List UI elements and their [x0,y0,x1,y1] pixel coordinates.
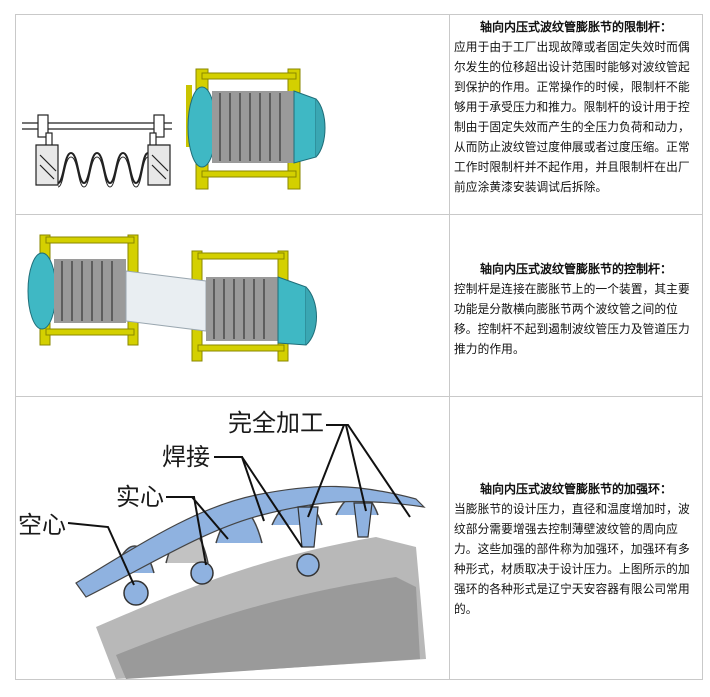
control-rod-images [16,215,450,396]
control-rod-3d-render [27,234,317,362]
control-rod-illustration [27,234,317,362]
label-leader-lines [67,424,411,586]
bellows-top-skin [75,485,426,598]
limit-rod-text: 轴向内压式波纹管膨胀节的限制杆： 应用于由于工厂出现故障或者固定失效时而偶尔发生… [450,15,702,214]
row-control-rod: 轴向内压式波纹管膨胀节的控制杆： 控制杆是连接在膨胀节上的一个装置，其主要功能是… [16,215,702,397]
finished-ring-2 [353,502,373,538]
reinforcing-ring-body: 当膨胀节的设计压力，直径和温度增加时，波纹部分需要增强去控制薄壁波纹管的周向应力… [454,502,690,616]
hollow-ring [123,580,149,606]
content-table: 轴向内压式波纹管膨胀节的限制杆： 应用于由于工厂出现故障或者固定失效时而偶尔发生… [15,14,703,680]
control-rod-body: 控制杆是连接在膨胀节上的一个装置，其主要功能是分散横向膨胀节两个波纹管之间的位移… [454,282,690,356]
limit-rod-title: 轴向内压式波纹管膨胀节的限制杆： [479,20,672,34]
reinforcing-ring-illustration: 完全加工 焊接 实心 空心 [18,409,426,679]
limit-rod-illustration [22,68,326,190]
control-rod-text: 轴向内压式波纹管膨胀节的控制杆： 控制杆是连接在膨胀节上的一个装置，其主要功能是… [450,215,702,396]
row-reinforcing-ring: 完全加工 焊接 实心 空心 轴向内压式波纹管膨胀节的加强环： [16,397,702,679]
label-welded: 焊接 [162,443,210,471]
label-solid: 实心 [116,483,164,511]
label-finished: 完全加工 [228,409,324,437]
limit-rod-cross-section-drawing [22,114,172,188]
limit-rod-body: 应用于由于工厂出现故障或者固定失效时而偶尔发生的位移超出设计范围时能够对波纹管起… [454,40,690,194]
label-hollow: 空心 [18,511,66,539]
finished-ring-1 [297,506,319,548]
reinforcing-ring-text: 轴向内压式波纹管膨胀节的加强环： 当膨胀节的设计压力，直径和温度增加时，波纹部分… [450,397,702,679]
row-limit-rod: 轴向内压式波纹管膨胀节的限制杆： 应用于由于工厂出现故障或者固定失效时而偶尔发生… [16,15,702,215]
control-rod-title: 轴向内压式波纹管膨胀节的控制杆： [479,262,672,276]
solid-ring [190,561,214,585]
reinforcing-ring-title: 轴向内压式波纹管膨胀节的加强环： [479,482,672,496]
limit-rod-3d-render [186,68,326,190]
limit-rod-images [16,15,450,214]
welded-ring [296,553,320,577]
reinforcing-ring-images: 完全加工 焊接 实心 空心 [16,397,450,679]
